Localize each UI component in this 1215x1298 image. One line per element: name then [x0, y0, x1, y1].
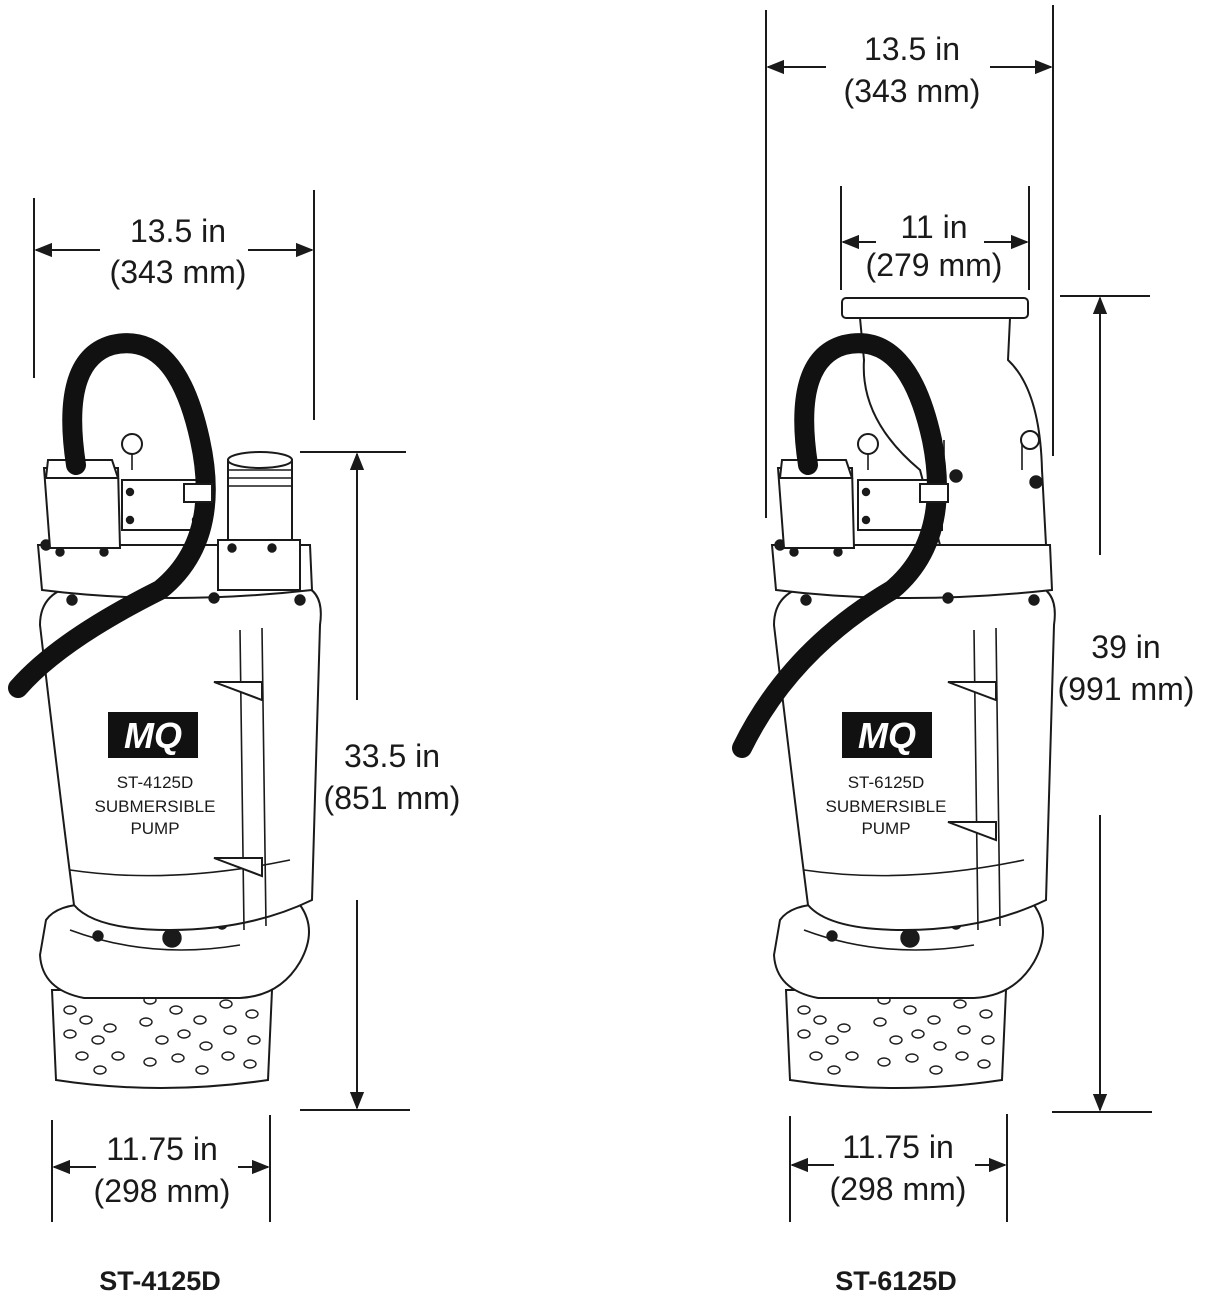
label-line2: PUMP [130, 819, 179, 838]
dim-in: 11.75 in [106, 1131, 218, 1167]
dimension-width-base: 11.75 in (298 mm) [51, 1115, 271, 1222]
dim-in: 33.5 in [344, 738, 440, 774]
dim-mm: (279 mm) [866, 247, 1003, 283]
pump-illustration: MQ ST-6125D SUBMERSIBLE PUMP [732, 297, 1056, 1089]
pump-st-4125d: MQ ST-4125D SUBMERSIBLE PUMP 13.5 in (34… [8, 190, 461, 1296]
dimension-width-top: 13.5 in (343 mm) [33, 190, 315, 420]
svg-text:MQ: MQ [858, 715, 916, 756]
mq-logo: MQ [842, 712, 932, 758]
pump-illustration: MQ ST-4125D SUBMERSIBLE PUMP [8, 333, 322, 1089]
strainer-holes [797, 995, 995, 1075]
label-line2: PUMP [861, 819, 910, 838]
dim-mm: (298 mm) [94, 1173, 231, 1209]
dim-in: 11.75 in [842, 1129, 954, 1165]
dim-mm: (343 mm) [844, 73, 981, 109]
svg-text:MQ: MQ [124, 715, 182, 756]
mq-logo: MQ [108, 712, 198, 758]
dim-mm: (851 mm) [324, 780, 461, 816]
dim-in: 13.5 in [864, 31, 960, 67]
dim-mm: (991 mm) [1058, 671, 1195, 707]
label-line1: SUBMERSIBLE [95, 797, 216, 816]
label-model: ST-4125D [117, 773, 194, 792]
dim-in: 13.5 in [130, 213, 226, 249]
dimension-height: 39 in (991 mm) [1052, 295, 1195, 1113]
pump-st-6125d: MQ ST-6125D SUBMERSIBLE PUMP 13.5 in (34… [732, 5, 1195, 1296]
dimension-width-base: 11.75 in (298 mm) [789, 1114, 1008, 1222]
dim-mm: (343 mm) [110, 254, 247, 290]
dimension-height: 33.5 in (851 mm) [300, 451, 461, 1111]
model-caption: ST-6125D [835, 1266, 957, 1296]
dimension-width-discharge: 11 in (279 mm) [840, 186, 1030, 290]
dim-mm: (298 mm) [830, 1171, 967, 1207]
dim-in: 39 in [1091, 629, 1160, 665]
model-caption: ST-4125D [99, 1266, 221, 1296]
label-line1: SUBMERSIBLE [826, 797, 947, 816]
dim-in: 11 in [900, 209, 967, 245]
label-model: ST-6125D [848, 773, 925, 792]
dimension-width-top: 13.5 in (343 mm) [765, 5, 1054, 518]
